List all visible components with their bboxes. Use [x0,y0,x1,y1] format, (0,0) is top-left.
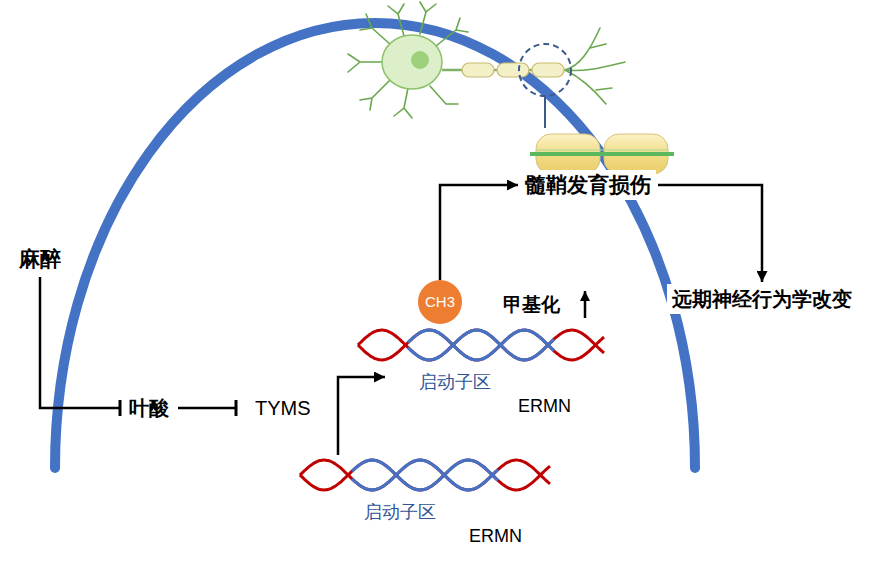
process-label: 甲基化 [503,292,560,318]
node-text: 叶酸 [129,395,169,421]
dna-promoter: 启动子区 ERMN [300,455,550,550]
nucleus-arc [55,23,695,468]
outcome-label: 远期神经行为学改变 [667,284,857,314]
neuron-soma [382,35,442,89]
connector [658,185,762,282]
dna-strand [408,330,554,360]
zoom-leader [544,97,546,128]
dna-helix [358,325,605,365]
methylation-arrow [584,291,587,318]
dna-strand [352,460,498,490]
node-text: 麻醉 [19,246,61,272]
node-text: TYMS [255,395,311,421]
dna-promoter: 启动子区 ERMN [385,325,605,420]
dna-text: ERMN [469,525,522,547]
dna-strand [358,330,604,360]
dna-strand [300,460,550,490]
node-text: 髓鞘发育损伤 [525,172,651,198]
dna-strand [300,460,550,490]
connector [40,277,120,408]
dna-helix [300,455,550,495]
dna-strand [352,460,498,490]
methyl-circle: CH3 [418,280,462,324]
zoom-circle [519,44,571,96]
outcome-label: 髓鞘发育损伤 [520,170,656,200]
connector [440,185,518,280]
myelin-segments [462,63,564,77]
dna-strand [358,330,604,360]
connector [178,407,236,410]
connector [338,377,385,455]
methyl-text: CH3 [425,293,455,311]
myelin-zoom [530,134,674,174]
neuron-nucleus [411,51,429,69]
dna-strand [408,330,554,360]
factor-label: 麻醉 [14,244,66,274]
gene-label: TYMS [250,393,316,423]
factor-label: 叶酸 [124,393,174,423]
dna-text: ERMN [518,395,571,417]
dna-text: 启动子区 [419,371,491,393]
neuron [348,2,625,118]
dna-text: 启动子区 [364,501,436,523]
node-text: 远期神经行为学改变 [672,286,852,312]
